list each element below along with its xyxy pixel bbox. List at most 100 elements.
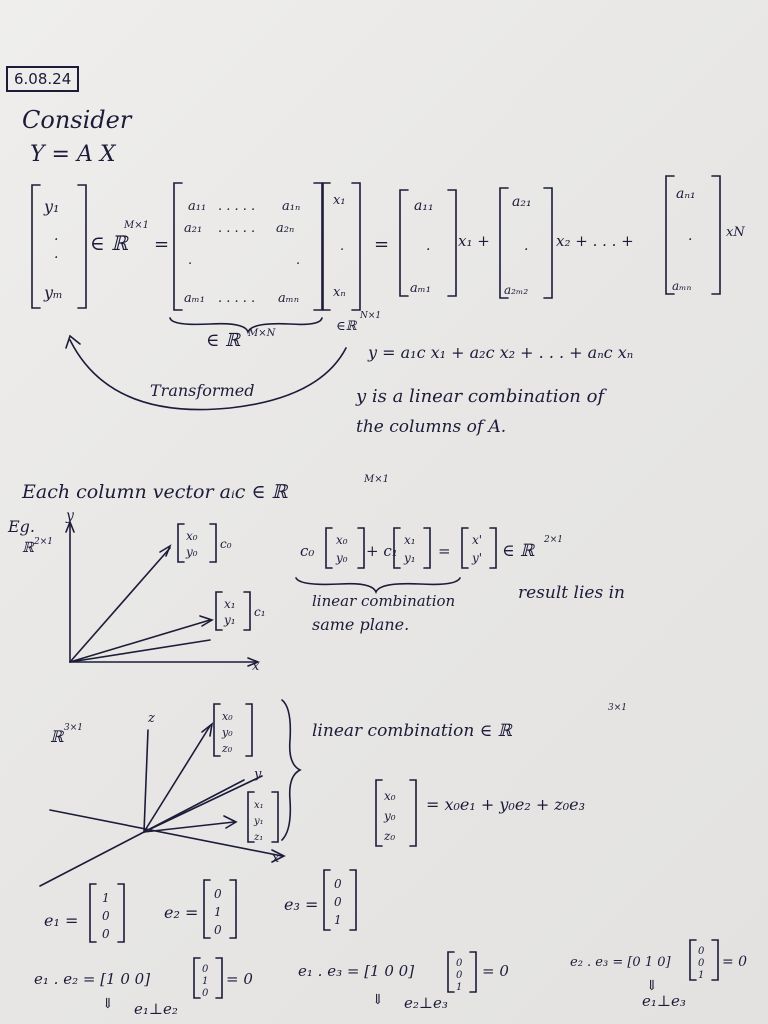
vec-y-top: y₁: [43, 197, 59, 216]
r2x1-label: ℝ: [22, 540, 35, 556]
bracket-c1-left: [393, 527, 401, 569]
bracket-x-right: [351, 182, 361, 311]
col1-dots: .: [426, 238, 430, 254]
coln-bottom: aₘₙ: [672, 279, 692, 293]
e1-1: 0: [102, 909, 110, 923]
c0-coef: c₀: [300, 542, 314, 560]
sup-r3x1: 3×1: [64, 723, 83, 733]
perp12: e₁⊥e₂: [134, 1000, 178, 1018]
a-m1: aₘ₁: [184, 291, 205, 306]
v1-coef: c₁: [254, 605, 266, 619]
e2-0: 0: [214, 887, 222, 901]
in-r-mxn: ∈ ℝ: [206, 330, 241, 351]
bracket-c0-right: [357, 527, 365, 569]
a-11: a₁₁: [188, 199, 206, 214]
sup-2x1: 2×1: [543, 535, 563, 545]
dot23-c2: 1: [698, 970, 704, 981]
bracket-v3a-right: [245, 703, 253, 757]
v3c-a: x₀: [384, 789, 396, 803]
lc-line1: y is a linear combination of: [355, 386, 607, 407]
e2-label: e₂ =: [164, 903, 198, 922]
dot23-arrow: ⇓: [646, 978, 658, 994]
a-mid-dots: .: [188, 253, 192, 268]
vec-3d-c: [143, 779, 245, 833]
v1-bottom: y₁: [223, 613, 236, 627]
axis-3d-neg: [39, 831, 145, 887]
bracket-coln-left: [665, 175, 675, 295]
equation-y-ax: Y = A X: [30, 142, 116, 167]
e3-2: 1: [334, 913, 342, 927]
basis-equation: = x₀e₁ + y₀e₂ + z₀e₃: [426, 795, 585, 814]
res-bottom: y': [471, 551, 482, 565]
bracket-e2-right: [229, 879, 237, 939]
sup-mxn: M×N: [247, 328, 277, 339]
axis-2d-y-head: [65, 519, 75, 533]
sup-each: M×1: [363, 474, 389, 485]
a-r2-dots: . . . . .: [218, 221, 255, 236]
lc3-label: linear combination ∈ ℝ: [312, 721, 514, 741]
v3b-c: z₁: [253, 832, 263, 843]
date-box: 6.08.24: [6, 66, 80, 92]
vec-2d-v1: [69, 619, 211, 663]
bracket-e1-left: [89, 883, 97, 943]
eg-label: Eg.: [7, 517, 35, 536]
axis-2d-x-head: [247, 657, 261, 667]
bracket-d23-right: [711, 939, 719, 981]
bracket-y-right: [77, 184, 87, 309]
col1-top: a₁₁: [414, 198, 434, 214]
v1-top: x₁: [224, 597, 236, 611]
dot13-arrow: ⇓: [372, 992, 384, 1008]
bracket-a-right: [313, 182, 323, 311]
col2-dots: .: [524, 238, 528, 254]
bracket-e3-right: [349, 869, 357, 931]
dot12: e₁ . e₂ = [1 0 0]: [34, 970, 150, 988]
vec-2d-sum: [69, 639, 211, 663]
bracket-col1-left: [399, 189, 409, 297]
e3-0: 0: [334, 877, 342, 891]
dot23-res: = 0: [722, 954, 747, 970]
e1-0: 1: [102, 891, 110, 905]
bracket-e3-left: [323, 869, 331, 931]
y-sum: y = a₁c x₁ + a₂c x₂ + . . . + aₙc xₙ: [367, 343, 633, 362]
v3c-b: y₀: [383, 809, 396, 823]
e1-2: 0: [102, 927, 110, 941]
sup-nx1: N×1: [359, 311, 381, 321]
bracket-e2-left: [203, 879, 211, 939]
bracket-d13-right: [469, 951, 477, 993]
dot13-c1: 0: [456, 970, 463, 981]
vec-2d-v1-head: [199, 615, 214, 627]
v3b-b: y₁: [253, 816, 264, 827]
comb-v0-bottom: y₀: [335, 551, 348, 565]
perp13: e₂⊥e₃: [404, 994, 448, 1012]
each-col: Each column vector aᵢc ∈ ℝ: [21, 481, 289, 503]
axis-3d-x: [49, 809, 283, 857]
r3x1-label: ℝ: [50, 727, 65, 746]
in-r-nx1: ∈ℝ: [336, 319, 358, 334]
axis-3d-x-label: x: [272, 851, 280, 866]
equals-1: =: [154, 234, 169, 255]
dot23-c1: 0: [698, 958, 705, 969]
lc-line2: the columns of A.: [356, 417, 506, 437]
dot12-c1: 1: [202, 976, 208, 987]
xn-term: xN: [726, 225, 745, 240]
transformed-arc: [69, 339, 347, 411]
lin-comb-label: linear combination: [312, 592, 455, 610]
v3b-a: x₁: [254, 800, 264, 811]
comb-equals: =: [438, 542, 451, 560]
vec-3d-a-head: [201, 722, 214, 737]
comb-v1-bottom: y₁: [403, 551, 416, 565]
underbrace-matrix: [169, 317, 323, 335]
in-r-2x1: ∈ ℝ: [502, 541, 536, 561]
v0-top: x₀: [186, 529, 198, 543]
axis-3d-x-head: [271, 849, 286, 863]
plus-c1: + c₁: [366, 542, 398, 560]
vec-x-bottom: xₙ: [333, 285, 346, 300]
bracket-res-left: [461, 527, 469, 569]
bracket-v0-right: [209, 523, 217, 563]
coln-dots: .: [688, 228, 692, 244]
equals-2: =: [374, 234, 389, 255]
e2-2: 0: [214, 923, 222, 937]
axis-3d-y-label: y: [253, 767, 262, 782]
sup-lc3: 3×1: [608, 703, 627, 713]
